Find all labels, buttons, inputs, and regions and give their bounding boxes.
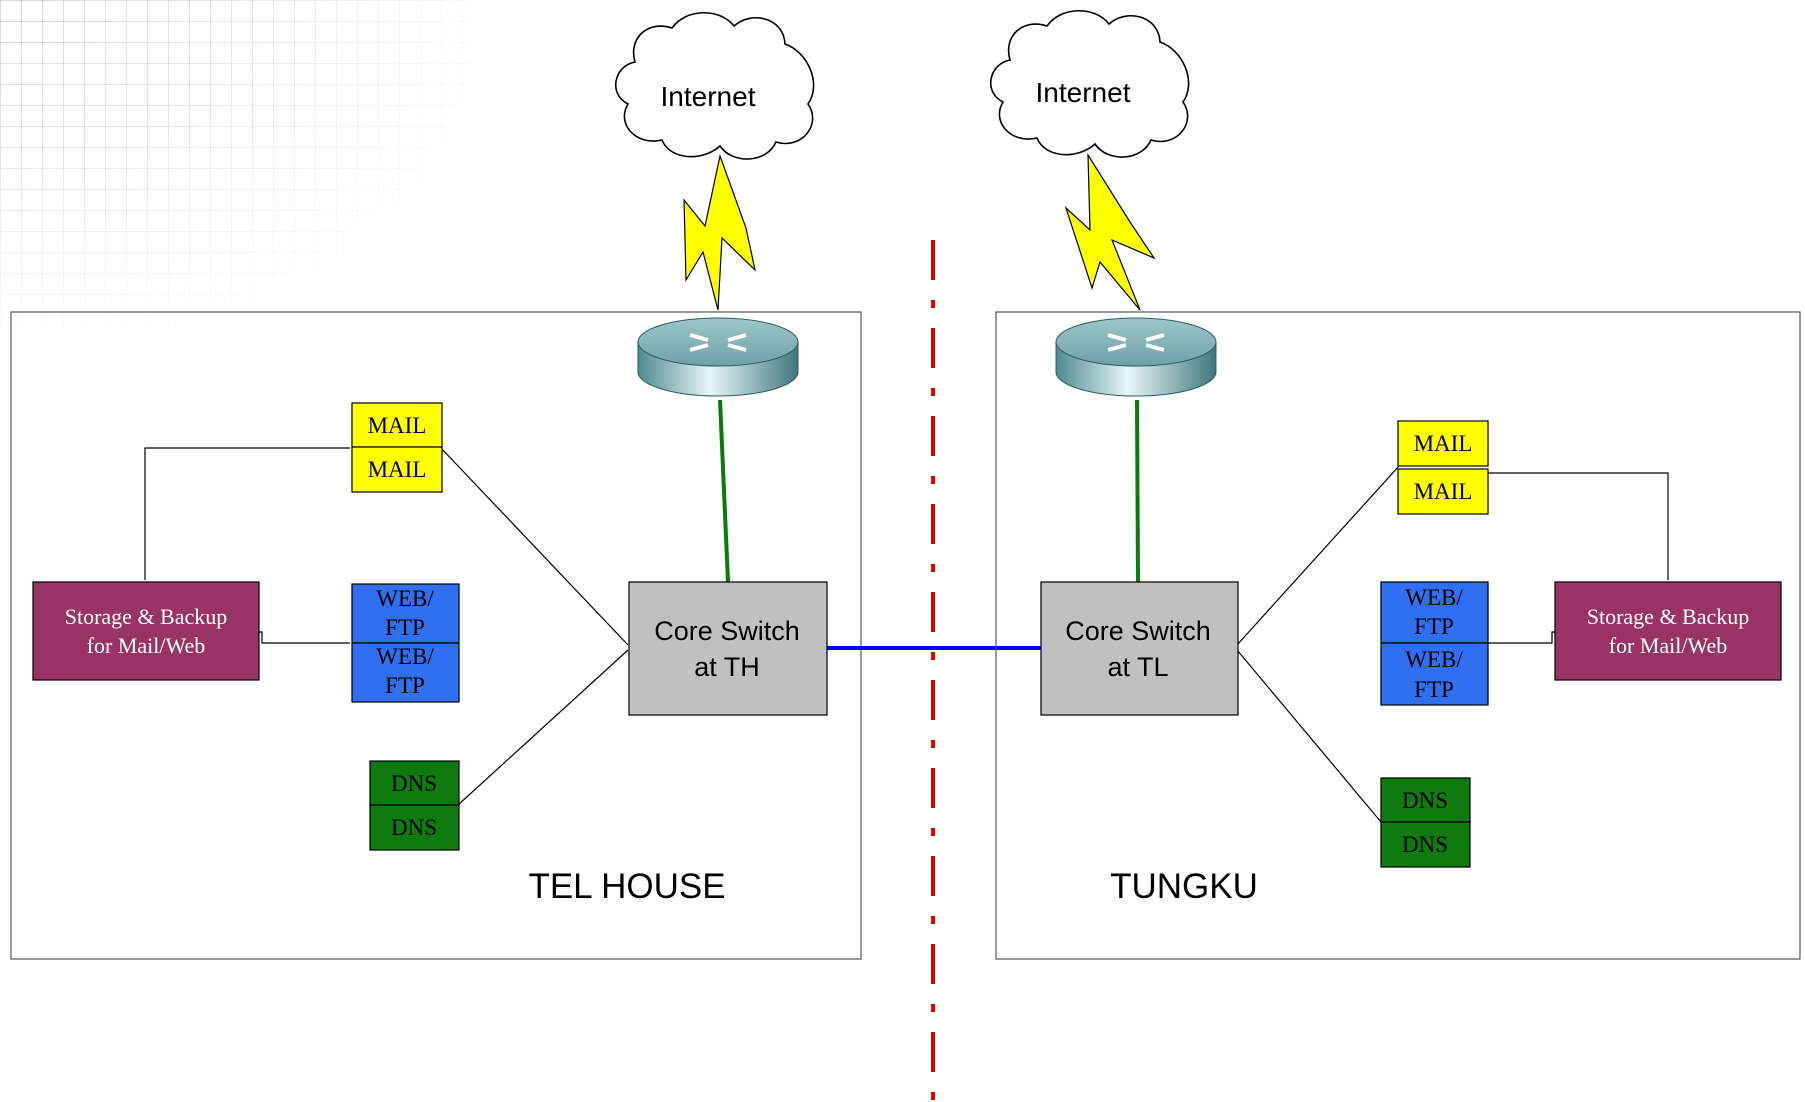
core-switch-label-line1: Core Switch [1065, 616, 1211, 646]
wan-lightning-icon [1064, 152, 1156, 311]
mail-server-label: MAIL [368, 413, 427, 438]
storage-web-link [1488, 631, 1556, 644]
mail-server-stack: MAIL MAIL [351, 402, 443, 493]
wan-lightning-icon [683, 153, 757, 311]
router-switch-uplink [1135, 399, 1140, 583]
mail-switch-link [439, 446, 629, 646]
web-server-label: WEB/ [376, 586, 434, 611]
dns-server-stack: DNS DNS [369, 760, 460, 851]
storage-mail-link [1488, 472, 1669, 580]
dns-switch-link [1236, 649, 1382, 823]
dns-server-label: DNS [391, 771, 437, 796]
storage-label-line1: Storage & Backup [65, 604, 228, 629]
web-server-label: WEB/ [1405, 647, 1463, 672]
storage-mail-link [144, 447, 350, 580]
site-label: TUNGKU [1110, 867, 1258, 906]
core-switch-label-line2: at TL [1107, 652, 1168, 682]
site-tel-house: Internet Core Switch at TH Storage & Bac… [10, 11, 862, 960]
web-ftp-server-stack: WEB/ FTP WEB/ FTP [351, 583, 460, 703]
router-icon [1055, 317, 1217, 397]
dns-switch-link [457, 649, 629, 806]
storage-backup-box: Storage & Backup for Mail/Web [32, 581, 260, 681]
storage-label-line2: for Mail/Web [1609, 633, 1728, 658]
core-switch-tl: Core Switch at TL [1040, 581, 1239, 716]
mail-server-stack: MAIL MAIL [1397, 420, 1489, 515]
internet-cloud: Internet [614, 11, 815, 160]
core-switch-label-line2: at TH [694, 652, 760, 682]
web-server-label: FTP [1414, 677, 1454, 702]
mail-server-label: MAIL [1414, 479, 1473, 504]
router-switch-uplink [718, 399, 730, 583]
router-icon [637, 317, 799, 397]
storage-web-link [258, 631, 350, 644]
dns-server-stack: DNS DNS [1380, 777, 1471, 868]
web-server-label: FTP [385, 615, 425, 640]
storage-backup-box: Storage & Backup for Mail/Web [1554, 581, 1782, 681]
site-tungku: Internet Core Switch at TL Storage & Bac… [989, 9, 1801, 960]
internet-label: Internet [661, 81, 756, 112]
web-ftp-server-stack: WEB/ FTP WEB/ FTP [1380, 581, 1489, 706]
site-label: TEL HOUSE [528, 867, 725, 906]
storage-label-line1: Storage & Backup [1587, 604, 1750, 629]
dns-server-label: DNS [391, 815, 437, 840]
site-boundary [995, 311, 1801, 960]
site-boundary [10, 311, 862, 960]
web-server-label: WEB/ [376, 644, 434, 669]
mail-server-label: MAIL [368, 457, 427, 482]
web-server-label: FTP [1414, 614, 1454, 639]
web-server-label: FTP [385, 673, 425, 698]
internet-cloud: Internet [989, 9, 1190, 158]
core-switch-th: Core Switch at TH [628, 581, 828, 716]
storage-label-line2: for Mail/Web [87, 633, 206, 658]
mail-server-label: MAIL [1414, 431, 1473, 456]
mail-switch-link [1236, 465, 1400, 646]
dns-server-label: DNS [1402, 788, 1448, 813]
dns-server-label: DNS [1402, 832, 1448, 857]
core-switch-label-line1: Core Switch [654, 616, 800, 646]
web-server-label: WEB/ [1405, 585, 1463, 610]
internet-label: Internet [1036, 77, 1131, 108]
background-grid-pattern [0, 0, 470, 330]
